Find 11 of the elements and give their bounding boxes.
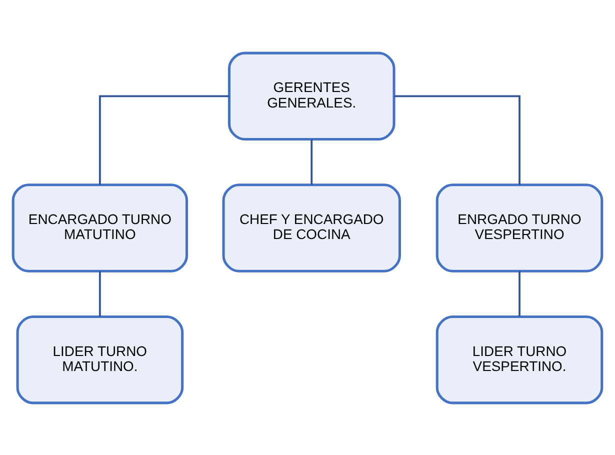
node-box: ENRGADO TURNO VESPERTINO (436, 183, 604, 272)
node-box: GERENTES GENERALES. (228, 51, 396, 140)
node-box: ENCARGADO TURNO MATUTINO (12, 183, 188, 272)
node-box: CHEF Y ENCARGADO DE COCINA (222, 183, 401, 272)
node-box: LIDER TURNO VESPERTINO. (436, 314, 604, 404)
connector (310, 138, 313, 184)
connector (98, 270, 101, 316)
connector (518, 270, 520, 316)
connector (98, 94, 230, 184)
node-box: LIDER TURNO MATUTINO. (16, 314, 184, 404)
connector (394, 94, 520, 184)
